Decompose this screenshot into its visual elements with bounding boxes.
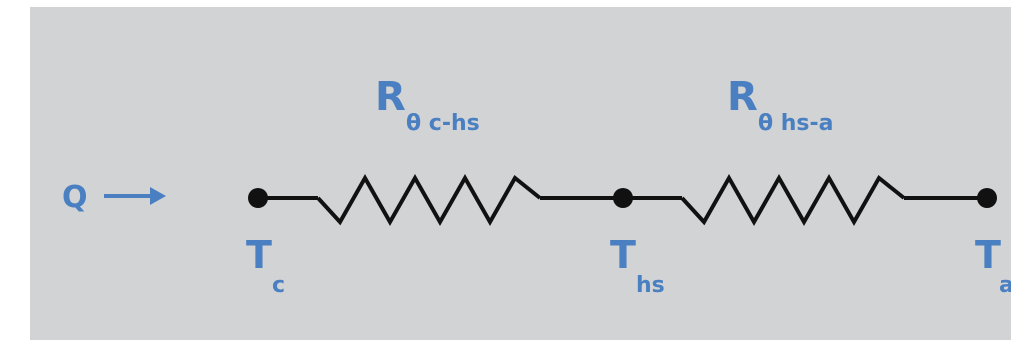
svg-text:T: T	[246, 233, 272, 277]
resistor-label-1: R θ c-hs	[375, 74, 480, 136]
node-label-c: T c	[246, 233, 285, 298]
node-label-a: T a	[975, 233, 1011, 298]
svg-text:T: T	[610, 233, 636, 277]
svg-text:θ c-hs: θ c-hs	[406, 111, 480, 136]
svg-text:T: T	[975, 233, 1001, 277]
node-dot-c	[248, 188, 268, 208]
svg-text:θ hs-a: θ hs-a	[758, 111, 834, 136]
resistor-zigzag-1	[316, 173, 542, 227]
svg-text:R: R	[727, 74, 758, 120]
node-label-hs: T hs	[610, 233, 665, 298]
right-arrow-icon	[104, 187, 166, 205]
svg-text:a: a	[999, 273, 1011, 298]
svg-text:hs: hs	[636, 273, 665, 298]
node-dot-a	[977, 188, 997, 208]
heat-flow-label: Q	[62, 180, 88, 215]
svg-text:c: c	[272, 273, 285, 298]
resistor-label-2: R θ hs-a	[727, 74, 834, 136]
resistor-zigzag-2	[680, 173, 906, 227]
svg-text:R: R	[375, 74, 406, 120]
node-dot-hs	[613, 188, 633, 208]
diagram-background	[30, 7, 1011, 340]
